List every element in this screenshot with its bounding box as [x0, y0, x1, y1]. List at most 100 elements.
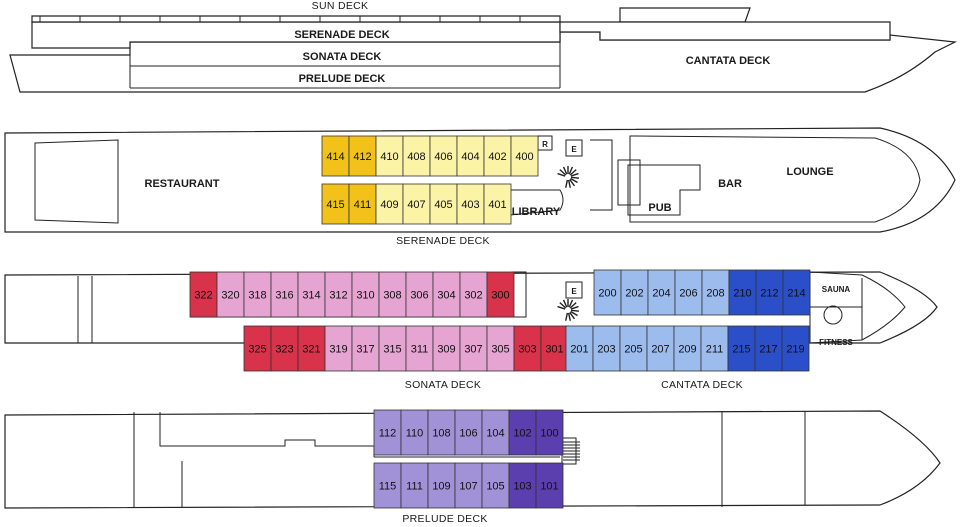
cabin-408-box[interactable]: [402, 135, 431, 177]
serenade-bar-label: BAR: [718, 178, 742, 190]
cabin-204-box[interactable]: [647, 269, 676, 316]
cabin-400-box[interactable]: [510, 135, 539, 177]
cabin-214-box[interactable]: [782, 269, 811, 316]
cabin-206-box[interactable]: [674, 269, 703, 316]
cabin-306-box[interactable]: [405, 271, 434, 318]
cabin-205-label: 205: [624, 344, 642, 356]
cabin-314-label: 314: [302, 290, 320, 302]
cabin-403-box[interactable]: [456, 183, 485, 225]
cabin-207-box[interactable]: [646, 325, 675, 372]
serenade-pub-screen: [617, 159, 641, 206]
cabin-219-label: 219: [786, 344, 804, 356]
cabin-406-box[interactable]: [429, 135, 458, 177]
cabin-402-box[interactable]: [483, 135, 512, 177]
cabin-217-box[interactable]: [754, 325, 783, 372]
cabin-411-box[interactable]: [348, 183, 377, 225]
cabin-410-label: 410: [380, 151, 398, 163]
cabin-412-label: 412: [353, 151, 371, 163]
serenade-restaurant-room: [34, 139, 119, 224]
cabin-301-box[interactable]: [540, 325, 569, 372]
cabin-409-box[interactable]: [375, 183, 404, 225]
cabin-103-label: 103: [513, 481, 531, 493]
cabin-211-box[interactable]: [700, 325, 729, 372]
cabin-112-label: 112: [379, 428, 397, 440]
serenade-lounge-label: LOUNGE: [786, 166, 833, 178]
cabin-307-box[interactable]: [459, 325, 488, 372]
prelude-hull: [4, 410, 941, 509]
cabin-317-box[interactable]: [351, 325, 380, 372]
sonata-e-box: [565, 281, 583, 299]
cantata-caption: CANTATA DECK: [661, 379, 743, 391]
cabin-405-box[interactable]: [429, 183, 458, 225]
cabin-110-box[interactable]: [400, 409, 429, 456]
cabin-316-box[interactable]: [270, 271, 299, 318]
serenade-restaurant-label: RESTAURANT: [145, 178, 220, 190]
cabin-212-box[interactable]: [755, 269, 784, 316]
cabin-100-box[interactable]: [535, 409, 564, 456]
cabin-317-label: 317: [356, 344, 374, 356]
cabin-320-box[interactable]: [216, 271, 245, 318]
cabin-322-box[interactable]: [189, 271, 218, 318]
stair-step: [570, 177, 578, 184]
cabin-407-box[interactable]: [402, 183, 431, 225]
cabin-108-box[interactable]: [427, 409, 456, 456]
cabin-215-box[interactable]: [727, 325, 756, 372]
cabin-322-label: 322: [194, 290, 212, 302]
cabin-103-box[interactable]: [508, 462, 537, 509]
cabin-115-box[interactable]: [373, 462, 402, 509]
cabin-401-label: 401: [488, 199, 506, 211]
cabin-309-box[interactable]: [432, 325, 461, 372]
cabin-319-box[interactable]: [324, 325, 353, 372]
cabin-214-label: 214: [787, 288, 805, 300]
cabin-301-label: 301: [545, 344, 563, 356]
cabin-209-box[interactable]: [673, 325, 702, 372]
cabin-101-box[interactable]: [535, 462, 564, 509]
cabin-111-box[interactable]: [400, 462, 429, 509]
cabin-315-box[interactable]: [378, 325, 407, 372]
profile-wheelhouse: [619, 7, 751, 23]
cabin-306-label: 306: [410, 290, 428, 302]
cabin-107-box[interactable]: [454, 462, 483, 509]
cabin-318-box[interactable]: [243, 271, 272, 318]
cabin-415-box[interactable]: [321, 183, 350, 225]
cabin-312-box[interactable]: [324, 271, 353, 318]
profile-label-sun-deck: SUN DECK: [312, 0, 369, 12]
sonata-e-marker: E: [571, 287, 577, 296]
cabin-105-box[interactable]: [481, 462, 510, 509]
cabin-108-label: 108: [432, 428, 450, 440]
serenade-library-label: LIBRARY: [512, 206, 561, 218]
stair-step: [569, 302, 577, 309]
cabin-106-box[interactable]: [454, 409, 483, 456]
cabin-109-label: 109: [432, 481, 450, 493]
cabin-219-box[interactable]: [781, 325, 810, 372]
cabin-314-box[interactable]: [297, 271, 326, 318]
cabin-310-box[interactable]: [351, 271, 380, 318]
cabin-305-box[interactable]: [486, 325, 515, 372]
cabin-205-box[interactable]: [619, 325, 648, 372]
cabin-401-box[interactable]: [483, 183, 512, 225]
serenade-r-marker: R: [542, 140, 548, 149]
prelude-stair-steps: [563, 441, 580, 461]
cabin-112-box[interactable]: [373, 409, 402, 456]
cabin-200-box[interactable]: [593, 269, 622, 316]
cabin-316-label: 316: [275, 290, 293, 302]
cabin-414-box[interactable]: [321, 135, 350, 177]
serenade-library-wall: [509, 189, 564, 216]
cabin-212-label: 212: [760, 288, 778, 300]
cabin-410-box[interactable]: [375, 135, 404, 177]
cabin-208-box[interactable]: [701, 269, 730, 316]
cabin-203-box[interactable]: [592, 325, 621, 372]
cabin-315-label: 315: [383, 344, 401, 356]
cabin-202-box[interactable]: [620, 269, 649, 316]
profile-label-cantata-deck: CANTATA DECK: [686, 55, 771, 67]
cabin-202-label: 202: [625, 288, 643, 300]
cabin-300-box[interactable]: [486, 271, 515, 318]
ship-profile: SUN DECK SERENADE DECK SONATA DECK PRELU…: [9, 0, 958, 93]
cabin-104-box[interactable]: [481, 409, 510, 456]
cabin-102-box[interactable]: [508, 409, 537, 456]
cabin-100-label: 100: [540, 428, 558, 440]
cabin-404-box[interactable]: [456, 135, 485, 177]
